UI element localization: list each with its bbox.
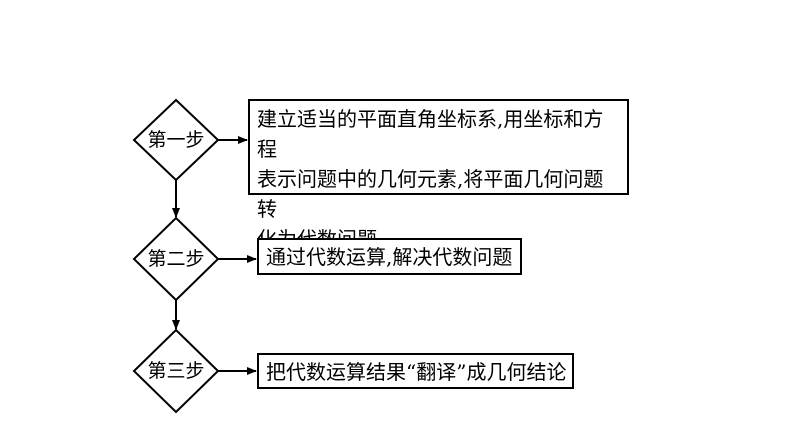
step-2-description: 通过代数运算,解决代数问题 (266, 245, 513, 269)
step-3-label: 第三步 (147, 360, 205, 382)
step-1-box: 建立适当的平面直角坐标系,用坐标和方程 表示问题中的几何元素,将平面几何问题转 … (248, 99, 629, 251)
step-3-box: 把代数运算结果“翻译”成几何结论 (257, 353, 574, 389)
step-1-description: 建立适当的平面直角坐标系,用坐标和方程 表示问题中的几何元素,将平面几何问题转 … (257, 107, 604, 251)
step-3-description: 把代数运算结果“翻译”成几何结论 (266, 360, 567, 384)
step-3-diamond (132, 328, 220, 414)
step-2-label: 第二步 (147, 248, 205, 270)
step-2-box: 通过代数运算,解决代数问题 (257, 238, 522, 275)
step-1-label: 第一步 (147, 129, 205, 151)
